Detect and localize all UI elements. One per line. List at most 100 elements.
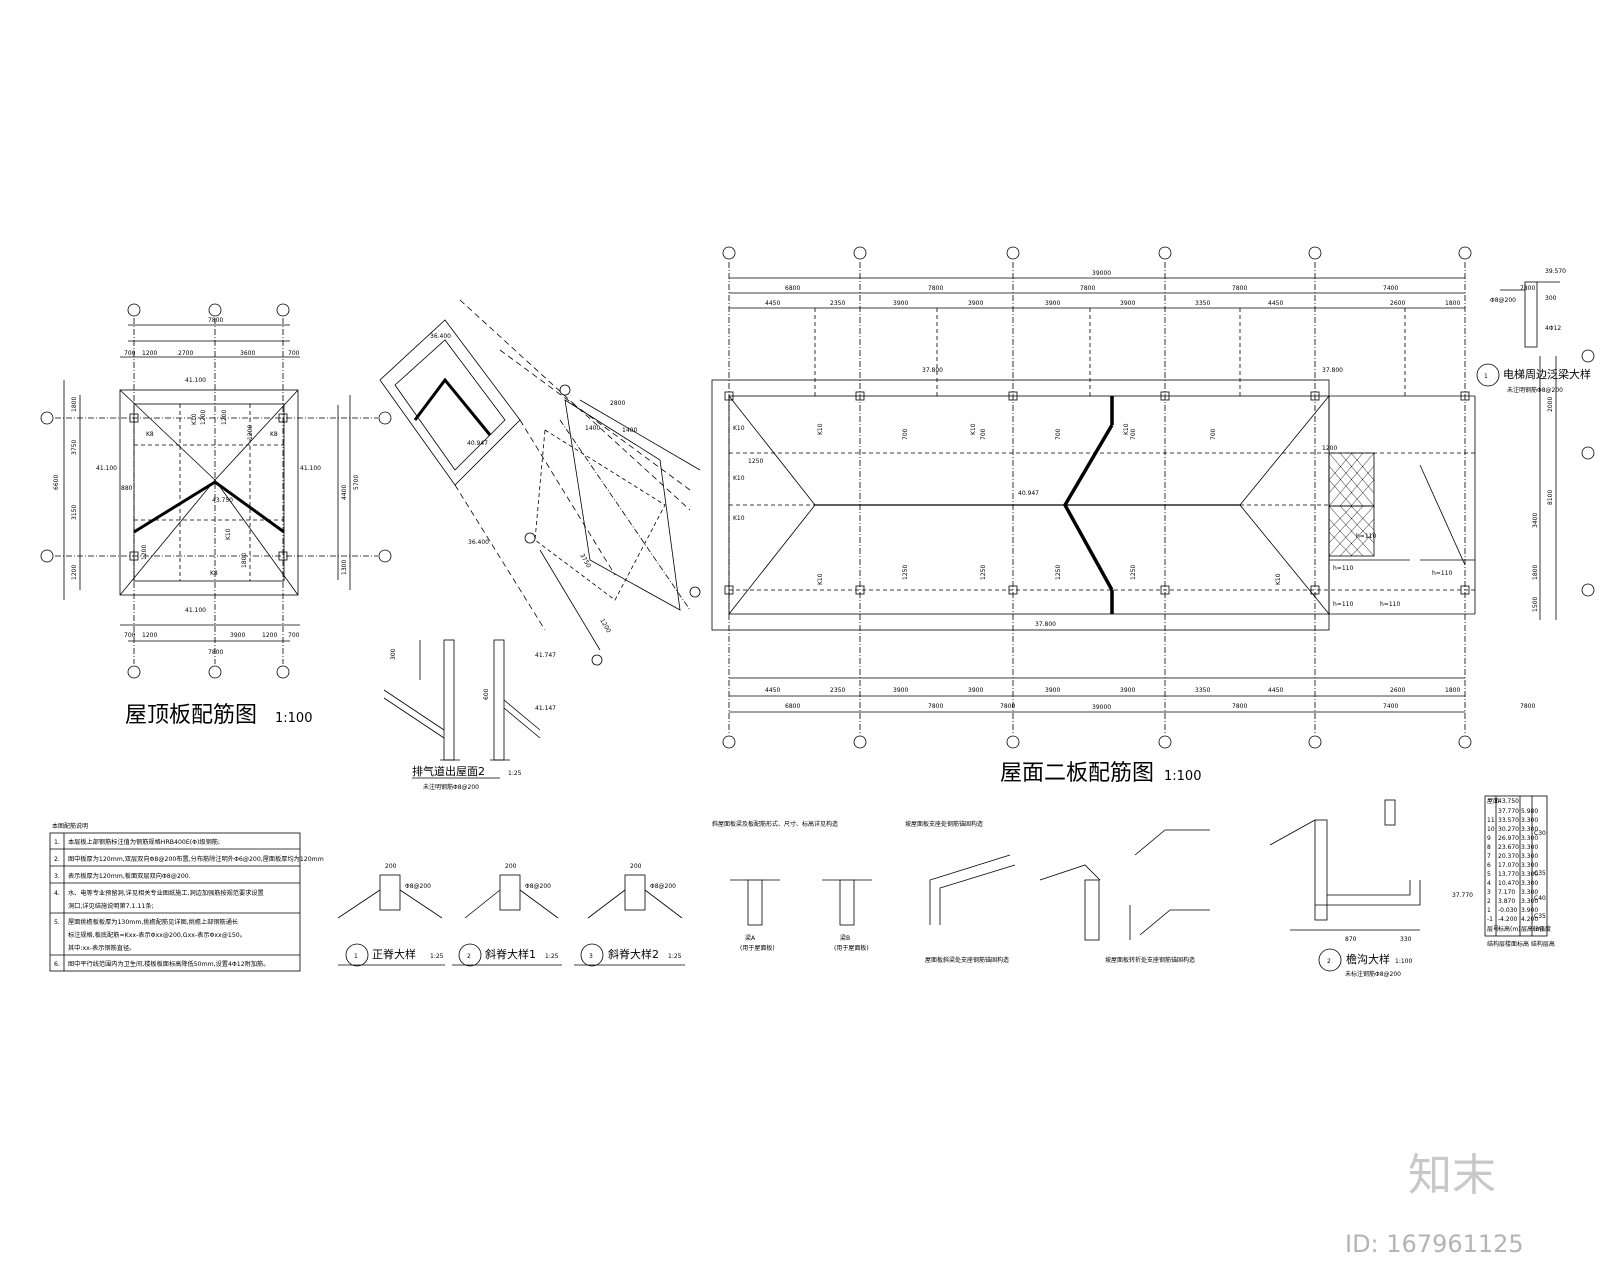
- note-text: 其中:xx-表示钢筋直径。: [68, 944, 135, 952]
- ridge-scale: 1:25: [430, 953, 444, 960]
- roof2-subspan: 1800: [1445, 300, 1460, 307]
- roof2-k-label: K10: [970, 423, 977, 435]
- roof-dim-bottom: 700: [124, 632, 136, 639]
- roof2-subspan: 4450: [1268, 300, 1283, 307]
- roof-dim-bottom: 3900: [230, 632, 245, 639]
- roof-plan-grid-bubbles: [40, 303, 392, 679]
- exhaust-dim: 600: [483, 688, 490, 700]
- gutter-detail-drawing: [1269, 799, 1421, 972]
- roof-dim-bottom: 1200: [262, 632, 277, 639]
- roof2-bottom-spans: 6800 7800 7800 7800 7400 7800: [785, 703, 1535, 710]
- roof2-bar: 1250: [1130, 565, 1137, 580]
- exhaust-elevation: 41.747: [535, 652, 556, 659]
- roof2-subspan: 3900: [1045, 687, 1060, 694]
- roof2-right-dim: 1800: [1532, 565, 1539, 580]
- floor-row-height: 5.980: [1521, 808, 1538, 815]
- floor-row-height: 3.300: [1521, 862, 1538, 869]
- note-text: 洞口,详见结施说明第7.1.11条;: [68, 902, 154, 910]
- elevator-detail-title: 电梯周边泛梁大样: [1503, 367, 1591, 381]
- roof2-right-dim: 8100: [1547, 490, 1554, 505]
- roof2-bar-dims: 700 700 700 700 700 1250 1250 1250 1250 …: [748, 428, 1337, 580]
- roof2-bar: 700: [1055, 428, 1062, 440]
- floor-header: 砼强度: [1533, 925, 1551, 933]
- floor-row-elev: 33.570: [1498, 817, 1519, 824]
- ridge-details-text: 1 正脊大样 1:25 200 Φ8@200 2 斜脊大样1 1:25 200 …: [354, 863, 682, 961]
- roof2-elevation: 37.800: [922, 367, 943, 374]
- roof-dim-top: 1200: [142, 350, 157, 357]
- tilted-dim: 3750: [578, 553, 592, 570]
- roof2-h-labels: h=110 h=110 h=110 h=110 h=110: [1333, 533, 1452, 608]
- note-number: 5.: [54, 919, 60, 926]
- roof-inner-dim: 1200: [141, 545, 148, 560]
- floor-row-height: 3.300: [1521, 880, 1538, 887]
- roof2-span: 7800: [1080, 285, 1095, 292]
- roof2-top-subspans: 4450 2350 3900 3900 3900 3900 3350 4450 …: [765, 300, 1460, 307]
- roof-plan-scale: 1:100: [275, 711, 312, 726]
- roof2-span: 7800: [1520, 285, 1535, 292]
- roof2-h-label: h=110: [1432, 570, 1452, 577]
- roof2-subspan: 4450: [1268, 687, 1283, 694]
- roof2-right-dim: 1500: [1532, 597, 1539, 612]
- ridge-dim: 200: [505, 863, 517, 870]
- roof-dim-right: 1300: [341, 560, 348, 575]
- elevator-detail-note: 未注明钢筋Φ8@200: [1507, 386, 1563, 394]
- roof2-bar: 700: [902, 428, 909, 440]
- roof2-k-label: K10: [817, 573, 824, 585]
- roof2-total-top: 39000: [1092, 270, 1111, 277]
- ridge-number: 3: [589, 953, 593, 960]
- ridge-title: 斜脊大样2: [608, 947, 659, 961]
- roof2-right-dims: 2000 3400 1800 8100 1500: [1532, 397, 1554, 612]
- floor-row-level: 9: [1487, 835, 1491, 842]
- ridge-label: Φ8@200: [650, 883, 676, 890]
- roof2-k-label: K10: [733, 475, 745, 482]
- ridge-label: Φ8@200: [525, 883, 551, 890]
- roof2-subspan: 3900: [968, 300, 983, 307]
- roof-dim-left: 1800: [71, 397, 78, 412]
- floor-footer: 结构层楼面标高 结构层高: [1487, 940, 1555, 948]
- floor-row-elev: 20.370: [1498, 853, 1519, 860]
- roof2-span: 7800: [1520, 703, 1535, 710]
- roof2-bar: 700: [1130, 428, 1137, 440]
- roof2-bar: 1250: [980, 565, 987, 580]
- roof-inner-dim: 1200: [200, 410, 207, 425]
- exhaust-title: 排气道出屋面2: [412, 764, 485, 778]
- floor-row-elev: 10.470: [1498, 880, 1519, 887]
- floor-row-elev: 17.070: [1498, 862, 1519, 869]
- note-text: 水、电等专业预留洞,详见相关专业图纸施工,洞边加强筋按规范要求设置: [68, 889, 264, 897]
- roof2-subspan: 4450: [765, 687, 780, 694]
- watermark-id: ID: 167961125: [1345, 1230, 1524, 1258]
- roof-dim-total-top: 7800: [208, 317, 223, 324]
- floor-row-level: 4: [1487, 880, 1491, 887]
- ridge-scale: 1:25: [668, 953, 682, 960]
- roof-elevation: 41.100: [300, 465, 321, 472]
- roof2-span: 7800: [1232, 285, 1247, 292]
- roof-label: K10: [191, 413, 198, 425]
- floor-row-level: 1: [1487, 907, 1491, 914]
- exhaust-detail: [383, 639, 541, 779]
- floor-row-elev: 37.770: [1498, 808, 1519, 815]
- floor-row-level: 8: [1487, 844, 1491, 851]
- roof-dim-right: 5700: [353, 475, 360, 490]
- note-number: 6.: [54, 961, 60, 968]
- roof2-elevation: 40.947: [1018, 490, 1039, 497]
- elevator-detail-elevation: 39.570: [1545, 268, 1566, 275]
- watermark-brand: 知末: [1408, 1150, 1496, 1201]
- floor-row-level: 2: [1487, 898, 1491, 905]
- roof-dim-bottom: 700: [288, 632, 300, 639]
- note-text: 图中平行线范围内为卫生间,楼板板面标高降低50mm,设置4Φ12附加筋。: [68, 960, 269, 968]
- floor-header: 标高(m): [1498, 925, 1521, 933]
- exhaust-note: 未注明钢筋Φ8@200: [423, 783, 479, 791]
- roof2-subspan: 3900: [1120, 300, 1135, 307]
- floor-header: 层号: [1487, 926, 1499, 933]
- tilted-elevation: 40.947: [467, 440, 488, 447]
- roof2-k-label: K10: [733, 515, 745, 522]
- floor-grade: C35: [1534, 913, 1546, 920]
- floor-row-elev: 13.770: [1498, 871, 1519, 878]
- eave-caption-1: 屋面板斜梁处支座钢筋锚固构造: [925, 956, 1009, 964]
- roof2-elevation: 37.800: [1322, 367, 1343, 374]
- roof-plan-title: 屋顶板配筋图: [125, 703, 257, 728]
- floor-table: 屋面 43.750 37.770 5.980 11 33.570 3.300 1…: [1487, 798, 1555, 948]
- roof-elevation: 41.100: [185, 607, 206, 614]
- ridge-title: 斜脊大样1: [485, 947, 536, 961]
- roof2-span: 7800: [1000, 703, 1015, 710]
